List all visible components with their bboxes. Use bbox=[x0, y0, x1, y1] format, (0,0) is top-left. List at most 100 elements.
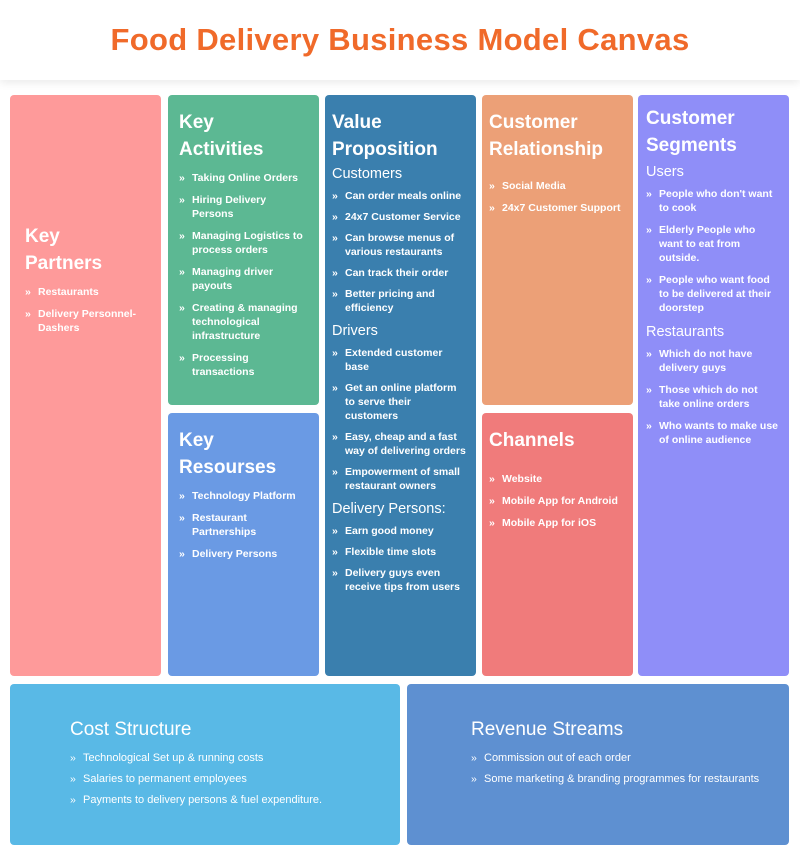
list-item-text: Taking Online Orders bbox=[192, 172, 298, 184]
list-item-text: Processing transactions bbox=[192, 352, 255, 378]
double-chevron-right-icon: » bbox=[179, 266, 185, 278]
list-item: »Payments to delivery persons & fuel exp… bbox=[70, 793, 390, 807]
list-item-text: 24x7 Customer Service bbox=[345, 211, 461, 223]
list-item: »People who don't want to cook bbox=[646, 187, 779, 215]
list-item: »Those which do not take online orders bbox=[646, 383, 779, 411]
double-chevron-right-icon: » bbox=[646, 274, 652, 286]
section-heading: Delivery Persons: bbox=[332, 501, 446, 517]
list-item-text: Get an online platform to serve their cu… bbox=[345, 382, 457, 422]
double-chevron-right-icon: » bbox=[489, 180, 495, 192]
double-chevron-right-icon: » bbox=[179, 490, 185, 502]
list-item: »Better pricing and efficiency bbox=[332, 287, 466, 315]
bullet-list: » Which do not have delivery guys »Those w… bbox=[646, 347, 779, 447]
double-chevron-right-icon: » bbox=[489, 473, 495, 485]
double-chevron-right-icon: » bbox=[179, 194, 185, 206]
list-item: »Salaries to permanent employees bbox=[70, 772, 390, 786]
bullet-list: » Commission out of each order »Some marke… bbox=[471, 751, 779, 786]
double-chevron-right-icon: » bbox=[179, 302, 185, 314]
list-item: »Can browse menus of various restaurants bbox=[332, 231, 466, 259]
list-item: »Extended customer base bbox=[332, 346, 466, 374]
double-chevron-right-icon: » bbox=[332, 347, 338, 359]
double-chevron-right-icon: » bbox=[332, 466, 338, 478]
double-chevron-right-icon: » bbox=[646, 420, 652, 432]
list-item-text: Which do not have delivery guys bbox=[659, 348, 753, 374]
list-item-text: People who don't want to cook bbox=[659, 188, 773, 214]
section-heading: Restaurants bbox=[646, 324, 725, 340]
double-chevron-right-icon: » bbox=[646, 348, 652, 360]
list-item-text: Creating & managing technological infras… bbox=[192, 302, 298, 342]
double-chevron-right-icon: » bbox=[489, 202, 495, 214]
double-chevron-right-icon: » bbox=[489, 495, 495, 507]
list-item-text: Delivery Personnel-Dashers bbox=[38, 308, 137, 334]
double-chevron-right-icon: » bbox=[332, 525, 338, 537]
list-item-text: Technological Set up & running costs bbox=[83, 752, 264, 764]
list-item: »Delivery Persons bbox=[179, 547, 309, 561]
list-item-text: People who want food to be delivered at … bbox=[659, 274, 772, 314]
list-item: »Restaurant Partnerships bbox=[179, 511, 309, 539]
list-item: »24x7 Customer Support bbox=[489, 201, 623, 215]
list-item: » Creating & managing technological infra… bbox=[179, 301, 309, 343]
list-item: »Some marketing & branding programmes fo… bbox=[471, 772, 779, 786]
list-item: » Easy, cheap and a fast way of deliverin… bbox=[332, 430, 466, 458]
list-item: »Can track their order bbox=[332, 266, 466, 280]
double-chevron-right-icon: » bbox=[179, 172, 185, 184]
list-item: »Hiring Delivery Persons bbox=[179, 193, 309, 221]
list-item-text: Can order meals online bbox=[345, 190, 462, 202]
key-partners-block: Key Partners»Restaurants»Delivery Person… bbox=[10, 95, 161, 676]
double-chevron-right-icon: » bbox=[489, 517, 495, 529]
list-item: » Empowerment of small restaurant owners bbox=[332, 465, 466, 493]
header: Food Delivery Business Model Canvas bbox=[0, 0, 800, 80]
double-chevron-right-icon: » bbox=[332, 288, 338, 300]
list-item-text: Easy, cheap and a fast way of delivering… bbox=[345, 431, 466, 457]
list-item: »24x7 Customer Service bbox=[332, 210, 466, 224]
key-activities-block: Key Activities » Taking Online Orders »Hiri… bbox=[168, 95, 319, 405]
list-item: »Who wants to make use of online audienc… bbox=[646, 419, 779, 447]
block-title: Channels bbox=[489, 430, 575, 451]
double-chevron-right-icon: » bbox=[179, 548, 185, 560]
double-chevron-right-icon: » bbox=[332, 382, 338, 394]
list-item-text: Flexible time slots bbox=[345, 546, 437, 558]
list-item: »Delivery Personnel-Dashers bbox=[25, 307, 151, 335]
double-chevron-right-icon: » bbox=[25, 286, 31, 298]
list-item-text: Managing Logistics to process orders bbox=[192, 230, 303, 256]
customer-relationship-block: Customer Relationship»Social Media»24x7 … bbox=[482, 95, 633, 405]
list-item-text: Delivery guys even receive tips from use… bbox=[345, 567, 460, 593]
block-title: Key Resourses bbox=[179, 430, 277, 478]
key-resources-block: Key Resourses»Technology Platform»Restau… bbox=[168, 413, 319, 676]
section-heading: Users bbox=[646, 164, 684, 180]
block-title: Customer Segments bbox=[646, 108, 737, 156]
block-title: Key Partners bbox=[25, 226, 103, 274]
section-heading: Customers bbox=[332, 166, 403, 182]
double-chevron-right-icon: » bbox=[332, 431, 338, 443]
block-title: Key Activities bbox=[179, 112, 264, 160]
block-title: Revenue Streams bbox=[471, 719, 624, 740]
block-title: Cost Structure bbox=[70, 719, 192, 740]
bullet-list: » Taking Online Orders »Hiring Delivery Pe… bbox=[179, 171, 309, 379]
list-item: »Technology Platform bbox=[179, 489, 309, 503]
list-item-text: Commission out of each order bbox=[484, 752, 631, 764]
list-item-text: Empowerment of small restaurant owners bbox=[345, 466, 460, 492]
bullet-list: »People who don't want to cook»Elderly P… bbox=[646, 187, 779, 315]
page-title: Food Delivery Business Model Canvas bbox=[110, 22, 690, 57]
double-chevron-right-icon: » bbox=[332, 190, 338, 202]
double-chevron-right-icon: » bbox=[646, 224, 652, 236]
bullet-list: »Social Media»24x7 Customer Support bbox=[489, 179, 623, 215]
double-chevron-right-icon: » bbox=[332, 546, 338, 558]
list-item-text: Managing driver payouts bbox=[192, 266, 274, 292]
double-chevron-right-icon: » bbox=[646, 384, 652, 396]
bullet-list: » Technological Set up & running costs »Sa… bbox=[70, 751, 390, 807]
double-chevron-right-icon: » bbox=[471, 773, 477, 785]
list-item: »Managing Logistics to process orders bbox=[179, 229, 309, 257]
bullet-list: »Earn good money»Flexible time slots»Del… bbox=[332, 524, 466, 594]
list-item: » People who want food to be delivered at… bbox=[646, 273, 779, 315]
list-item: » Which do not have delivery guys bbox=[646, 347, 779, 375]
list-item-text: Restaurant Partnerships bbox=[192, 512, 257, 538]
double-chevron-right-icon: » bbox=[70, 773, 76, 785]
list-item-text: Website bbox=[502, 473, 543, 485]
list-item: »Restaurants bbox=[25, 285, 151, 299]
double-chevron-right-icon: » bbox=[471, 752, 477, 764]
section-heading: Drivers bbox=[332, 323, 378, 339]
list-item: » Website bbox=[489, 472, 623, 486]
